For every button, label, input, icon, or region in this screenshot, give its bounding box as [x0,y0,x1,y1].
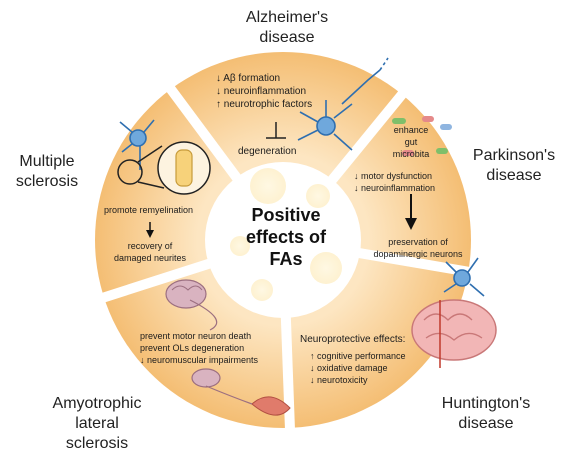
alzheimers-effect: ↓ Aβ formation [216,73,281,84]
alzheimers-effects: ↓ Aβ formation ↓ neuroinflammation ↑ neu… [216,72,312,111]
muscle-icon [189,299,291,416]
neuron-icon [119,119,155,170]
ms-label: Multiple sclerosis [2,152,92,192]
ms-label-line: Multiple [19,153,75,170]
center-bubble [250,168,286,204]
ms-outcome: recovery of damaged neurites [108,240,192,264]
magnifier-icon [117,141,211,195]
center-title-line: effects of [245,227,326,247]
als-effect: prevent motor neuron death [140,331,252,341]
huntingtons-effect: ↑ cognitive performance [310,351,406,361]
center-bubble [310,252,342,284]
alzheimers-label-line: disease [259,29,315,46]
parkinsons-gut-line: microbita [392,149,430,159]
huntingtons-heading: Neuroprotective effects: [300,334,406,345]
parkinsons-outcome-line: preservation of [388,237,448,247]
alzheimers-effect: ↓ neuroinflammation [216,86,307,97]
center-title-line: Positive [251,205,321,225]
spinal-cord-icon [191,368,221,388]
neuron-icon [443,257,485,297]
parkinsons-effect: ↓ neuroinflammation [354,183,436,193]
parkinsons-gut-line: gut [404,137,418,147]
parkinsons-gut-line: enhance [393,125,429,135]
als-label-line: Amyotrophic [52,395,142,412]
neuron-icon [297,57,389,151]
alzheimers-effect: ↑ neurotrophic factors [216,99,313,110]
huntingtons-effect: ↓ oxidative damage [310,363,388,373]
huntingtons-label: Huntington's disease [428,394,544,434]
huntingtons-effect: ↓ neurotoxicity [310,375,368,385]
ms-label-line: sclerosis [15,173,79,190]
center-bubble [230,236,250,256]
huntingtons-effects: ↑ cognitive performance ↓ oxidative dama… [310,350,406,386]
alzheimers-label: Alzheimer's disease [232,8,342,48]
down-arrow-icon [405,194,417,230]
center-bubble [306,184,330,208]
center-bubble [251,279,273,301]
inhibition-bar [266,122,286,139]
als-label-line: sclerosis [65,435,129,452]
huntingtons-label-line: disease [458,415,514,432]
ms-effect: promote remyelination [104,205,194,215]
parkinsons-effects: ↓ motor dysfunction ↓ neuroinflammation [354,170,435,194]
brain-icon [411,299,497,368]
als-label-line: lateral [75,415,119,432]
down-arrow-icon [146,222,154,238]
als-effect: prevent OLs degeneration [140,343,245,353]
center-title: Positive effects of FAs [226,204,346,270]
parkinsons-outcome: preservation of dopaminergic neurons [370,236,466,260]
als-effect: ↓ neuromuscular impairments [140,355,259,365]
alzheimers-outcome: degeneration [238,146,297,157]
parkinsons-label-line: disease [486,167,542,184]
segment-separators [94,85,471,431]
als-label: Amyotrophic lateral sclerosis [32,394,162,454]
huntingtons-label-line: Huntington's [441,395,531,412]
alzheimers-label-line: Alzheimer's [245,9,329,26]
brain-icon [165,279,207,309]
parkinsons-outcome-line: dopaminergic neurons [373,249,463,259]
bacteria-icon [392,116,452,156]
ms-outcome-line: recovery of [127,241,173,251]
parkinsons-label: Parkinson's disease [464,146,564,186]
parkinsons-label-line: Parkinson's [472,147,556,164]
parkinsons-gut: enhance gut microbita [386,124,436,160]
parkinsons-effect: ↓ motor dysfunction [354,171,433,181]
center-title-line: FAs [269,249,303,269]
als-effects: prevent motor neuron death prevent OLs d… [140,330,258,366]
ms-outcome-line: damaged neurites [113,253,187,263]
